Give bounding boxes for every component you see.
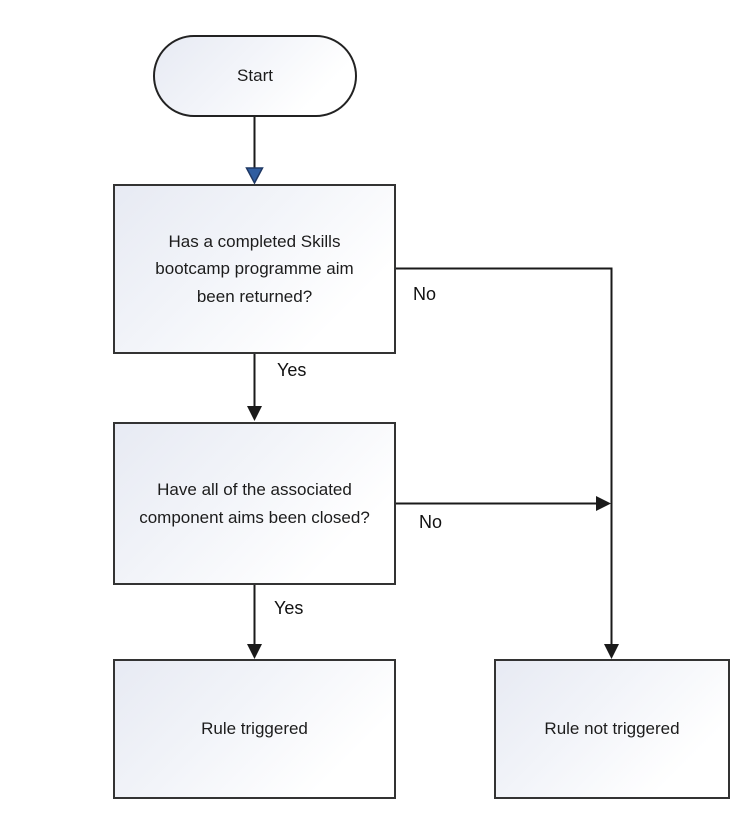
node-rule-not-triggered: Rule not triggered — [494, 659, 730, 799]
connector-q2-yes-to-rule-triggered — [247, 585, 262, 659]
node-question-bootcamp-aim-returned: Has a completed Skills bootcamp programm… — [113, 184, 396, 354]
node-start: Start — [153, 35, 357, 117]
arrowhead-right-icon — [596, 496, 611, 511]
edge-label-q2-no: No — [419, 512, 443, 532]
edge-label-q1-yes: Yes — [277, 360, 307, 380]
arrowhead-down-icon — [604, 644, 619, 659]
connector-line — [396, 267, 613, 646]
edge-label-q1-no: No — [413, 284, 437, 304]
node-rule-triggered: Rule triggered — [113, 659, 396, 799]
arrowhead-down-icon — [247, 644, 262, 659]
node-question-component-aims-closed: Have all of the associated component aim… — [113, 422, 396, 585]
edge-label-q2-yes: Yes — [274, 598, 304, 618]
connector-q1-no-to-rule-not-triggered — [396, 267, 619, 659]
arrowhead-down-blue-icon — [245, 167, 264, 185]
connector-start-to-q1 — [245, 116, 264, 185]
connector-q2-no-to-merge — [396, 496, 611, 511]
arrowhead-down-icon — [247, 406, 262, 421]
connector-q1-yes-to-q2 — [247, 354, 262, 421]
